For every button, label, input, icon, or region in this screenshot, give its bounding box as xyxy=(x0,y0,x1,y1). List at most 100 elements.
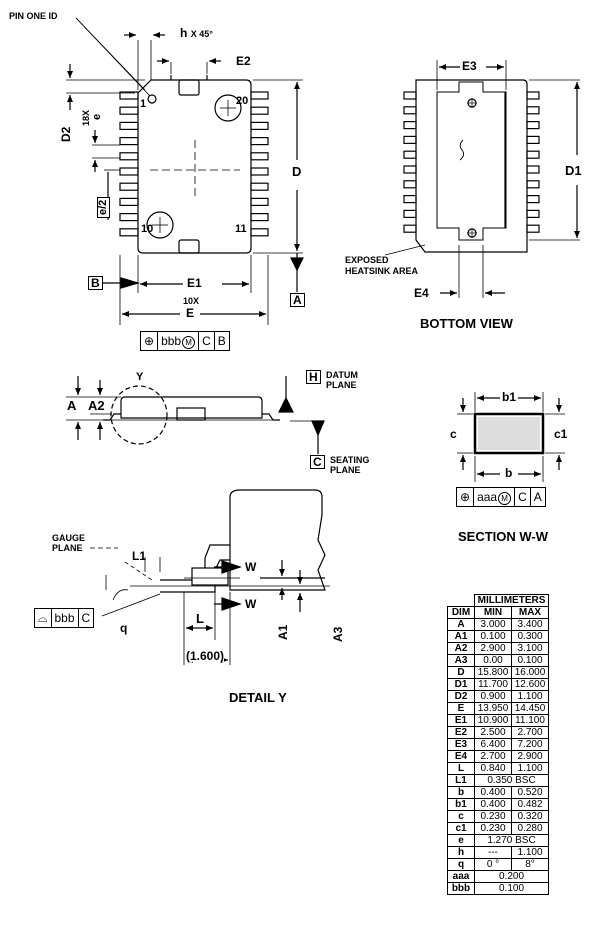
l-label: L xyxy=(196,611,204,626)
min-cell: 0.400 xyxy=(474,786,512,799)
position-symbol-icon: ⊕ xyxy=(457,488,475,506)
datum-ref-c: C xyxy=(515,488,531,506)
min-cell: 2.500 xyxy=(474,726,512,739)
dim-cell: aaa xyxy=(447,870,475,883)
datum-b-label: B xyxy=(88,276,103,290)
lead-pin xyxy=(250,106,269,115)
datum-plane-line1: DATUM xyxy=(326,370,358,380)
lead-pin xyxy=(119,228,139,237)
seating-plane-line1: SEATING xyxy=(330,455,370,465)
w-lower-label: W xyxy=(245,597,257,611)
lead-pin xyxy=(526,209,540,218)
c-label: c xyxy=(450,427,457,441)
datum-ref-a: A xyxy=(533,490,542,504)
max-cell: 12.600 xyxy=(511,678,549,691)
dim-cell: h xyxy=(447,846,475,859)
e3-label: E3 xyxy=(462,59,477,73)
a3-label: A3 xyxy=(331,626,345,642)
dim-cell: D1 xyxy=(447,678,475,691)
min-cell: 15.800 xyxy=(474,666,512,679)
lead-pin xyxy=(119,91,139,100)
max-cell: 0.100 xyxy=(511,654,549,667)
dim-cell: c xyxy=(447,810,475,823)
gauge-plane-line2: PLANE xyxy=(52,543,83,553)
package-body-side xyxy=(120,396,263,419)
lead-pin xyxy=(119,197,139,206)
min-cell: 2.700 xyxy=(474,750,512,763)
dim-column-header: DIM xyxy=(447,606,475,619)
dim-cell: E3 xyxy=(447,738,475,751)
lead-pin xyxy=(250,197,269,206)
dim-cell: A2 xyxy=(447,642,475,655)
a-label: A xyxy=(67,398,77,413)
lead-pin xyxy=(403,120,417,130)
ejector-pin-bottom xyxy=(146,211,174,239)
datum-ref-c: C xyxy=(81,611,91,625)
side-view xyxy=(66,376,325,454)
table-header-spacer xyxy=(448,595,475,607)
lead-pin xyxy=(403,150,417,159)
dim-cell: A3 xyxy=(447,654,475,667)
max-cell: 0.320 xyxy=(511,810,549,823)
min-cell: 0.900 xyxy=(474,690,512,703)
pitch-label: e xyxy=(91,113,103,120)
pin-one-id-label: PIN ONE ID xyxy=(9,11,58,21)
min-cell: 2.900 xyxy=(474,642,512,655)
b-label: b xyxy=(505,466,513,480)
lead-pin xyxy=(119,182,139,191)
datum-h-label: H xyxy=(306,370,321,384)
package-body-bottom xyxy=(415,79,528,253)
datum-ref-c: C xyxy=(199,332,215,350)
max-cell: 0.280 xyxy=(511,822,549,835)
lead-pin xyxy=(250,182,269,191)
dim-cell: E1 xyxy=(447,714,475,727)
lead-pin xyxy=(250,213,269,222)
max-cell: 16.000 xyxy=(511,666,549,679)
lead-pin xyxy=(526,135,540,144)
min-cell: 3.000 xyxy=(474,618,512,631)
max-cell: 14.450 xyxy=(511,702,549,715)
min-cell: 6.400 xyxy=(474,738,512,751)
max-column-header: MAX xyxy=(511,606,549,619)
lead-pin xyxy=(250,91,269,100)
max-cell: 0.300 xyxy=(511,630,549,643)
min-cell: --- xyxy=(474,846,512,859)
heatsink-outline xyxy=(436,81,507,241)
lead-pin xyxy=(526,165,540,174)
lead-pin xyxy=(403,180,417,189)
lead-pin xyxy=(250,137,269,146)
max-cell: 7.200 xyxy=(511,738,549,751)
l1-label: L1 xyxy=(132,549,147,563)
mmc-icon: M xyxy=(498,492,512,505)
c1-label: c1 xyxy=(554,427,568,441)
datum-c-label: C xyxy=(310,455,325,469)
max-cell: 2.900 xyxy=(511,750,549,763)
datum-ref-b: B xyxy=(217,334,226,348)
bsc-value-cell: 1.270 BSC xyxy=(474,834,549,847)
d2-label: D2 xyxy=(59,126,73,142)
e-label: E xyxy=(186,306,195,320)
min-cell: 11.700 xyxy=(474,678,512,691)
pin-1-label: 1 xyxy=(140,98,147,110)
pin-one-marker xyxy=(147,94,157,104)
max-cell: 3.400 xyxy=(511,618,549,631)
dim-cell: E4 xyxy=(447,750,475,763)
dim-cell: b1 xyxy=(447,798,475,811)
min-cell: 0.00 xyxy=(474,654,512,667)
section-w-w xyxy=(457,392,565,482)
b1-label: b1 xyxy=(502,390,517,404)
lead-pin xyxy=(526,106,540,115)
max-cell: 11.100 xyxy=(511,714,549,727)
